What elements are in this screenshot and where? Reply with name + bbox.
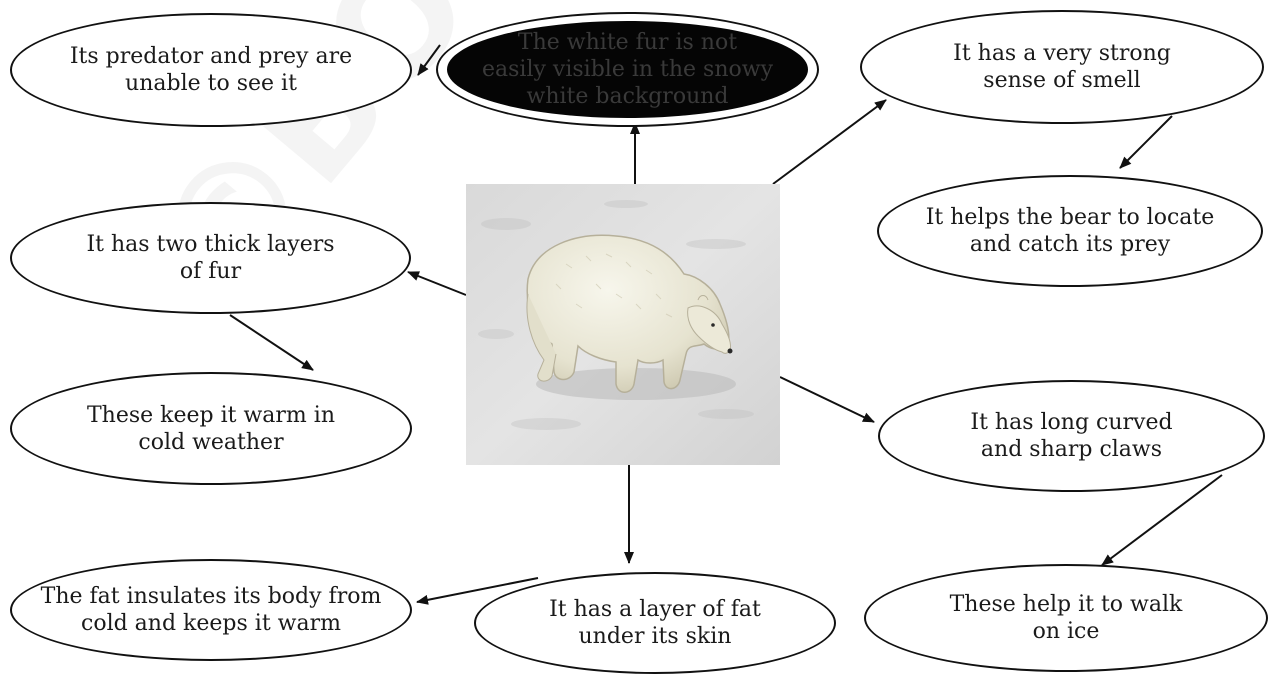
node-text: The fat insulates its body from cold and… xyxy=(41,583,382,637)
node-text: Its predator and prey are unable to see … xyxy=(70,43,352,97)
arrow-bear-to-smell xyxy=(773,100,886,184)
node-text: It helps the bear to locate and catch it… xyxy=(926,204,1215,258)
polar-bear-image xyxy=(466,184,780,465)
node-claws: It has long curved and sharp claws xyxy=(878,380,1265,492)
node-fat-insulates: The fat insulates its body from cold and… xyxy=(10,559,412,661)
node-predator-prey: Its predator and prey are unable to see … xyxy=(10,13,412,127)
node-text: These help it to walk on ice xyxy=(950,591,1183,645)
node-white-fur: The white fur is not easily visible in t… xyxy=(436,12,819,127)
node-white-fur-fill: The white fur is not easily visible in t… xyxy=(447,21,808,118)
node-text: It has long curved and sharp claws xyxy=(970,409,1172,463)
node-fat-layer: It has a layer of fat under its skin xyxy=(474,572,836,674)
node-sense-smell: It has a very strong sense of smell xyxy=(860,10,1264,124)
node-text: It has two thick layers of fur xyxy=(86,231,334,285)
arrow-bear-to-claws xyxy=(780,377,874,422)
arrow-smell-to-locate xyxy=(1120,116,1172,168)
arrow-two-layers-to-warm xyxy=(230,315,313,370)
arrow-bear-to-two-layers xyxy=(408,272,466,295)
node-keep-warm: These keep it warm in cold weather xyxy=(10,372,412,485)
node-text: These keep it warm in cold weather xyxy=(87,402,335,456)
node-text: The white fur is not easily visible in t… xyxy=(482,29,773,110)
node-text: It has a very strong sense of smell xyxy=(953,40,1171,94)
node-text: It has a layer of fat under its skin xyxy=(549,596,761,650)
node-walk-ice: These help it to walk on ice xyxy=(864,564,1268,672)
node-two-layers: It has two thick layers of fur xyxy=(10,202,411,314)
node-locate-prey: It helps the bear to locate and catch it… xyxy=(877,175,1263,287)
